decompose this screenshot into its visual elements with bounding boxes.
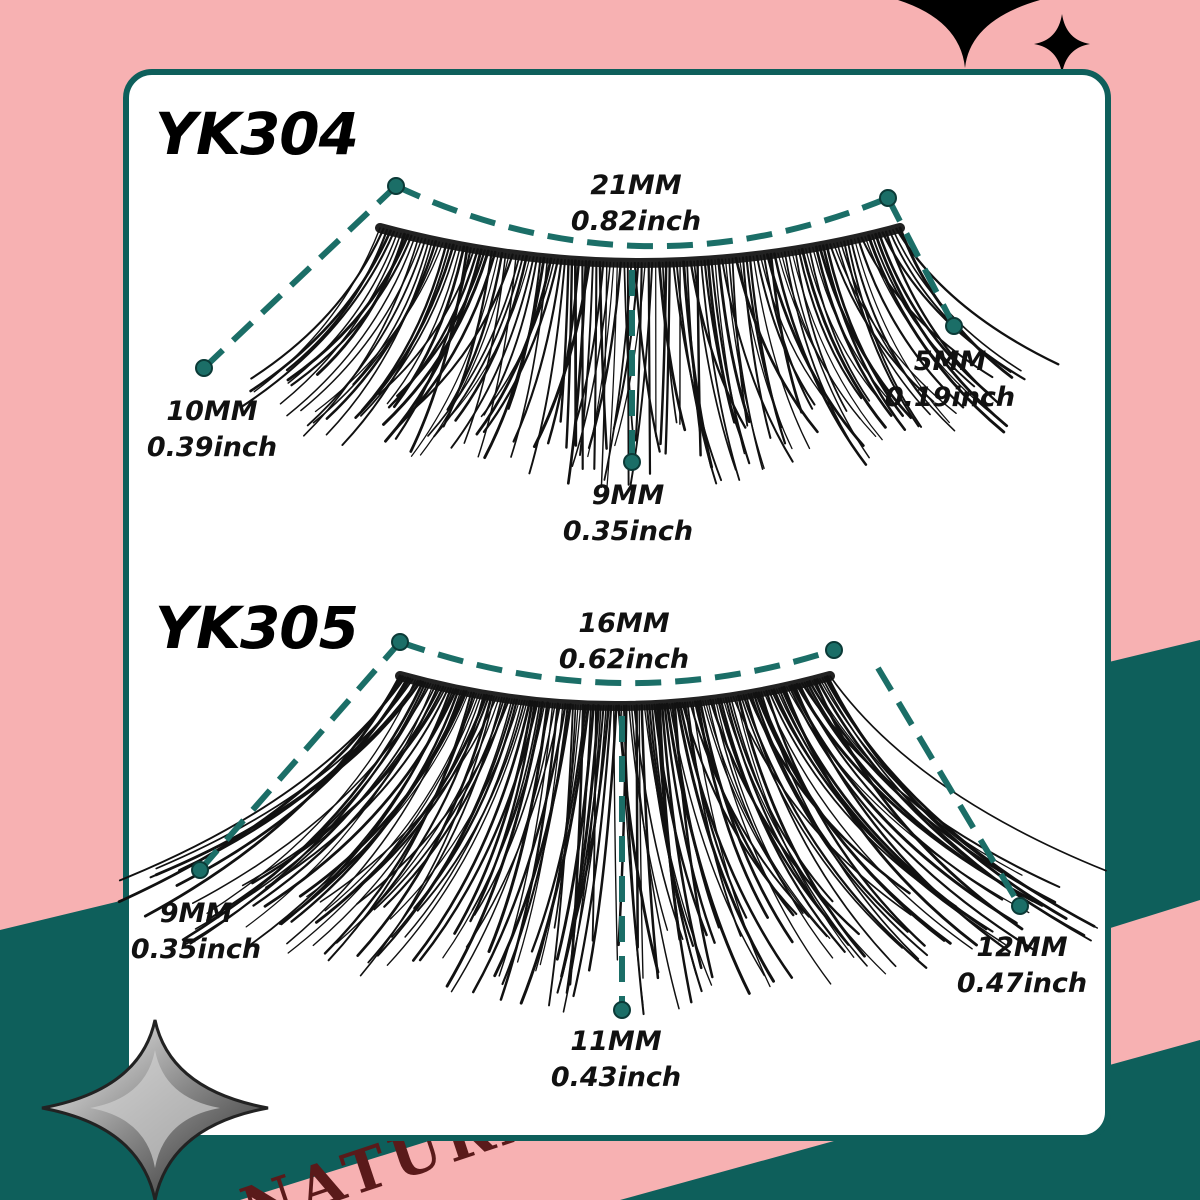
yk304-center-label: 9MM 0.35inch bbox=[528, 478, 728, 550]
yk304-measure-dots bbox=[195, 177, 963, 471]
silver-star-icon bbox=[41, 1019, 269, 1200]
yk304-width-label: 21MM 0.82inch bbox=[536, 168, 736, 240]
lash-yk304-image bbox=[240, 223, 1060, 488]
yk305-measure-dots bbox=[191, 633, 1029, 1019]
yk305-width-label: 16MM 0.62inch bbox=[524, 606, 724, 678]
yk305-center-mm: 11MM bbox=[570, 1026, 662, 1057]
model-title-yk304: YK304 bbox=[155, 100, 359, 168]
yk305-outer-inch: 0.47inch bbox=[956, 968, 1088, 999]
yk304-width-inch: 0.82inch bbox=[570, 206, 702, 237]
yk305-outer-label: 12MM 0.47inch bbox=[922, 930, 1122, 1002]
product-card bbox=[123, 69, 1111, 1141]
yk304-width-mm: 21MM bbox=[590, 170, 682, 201]
yk304-outer-mm: 5MM bbox=[913, 346, 987, 377]
yk304-outer-label: 5MM 0.19inch bbox=[850, 344, 1050, 416]
yk304-center-mm: 9MM bbox=[591, 480, 665, 511]
yk305-width-mm: 16MM bbox=[578, 608, 670, 639]
star-ornament-icon bbox=[898, 0, 1040, 68]
yk305-width-inch: 0.62inch bbox=[558, 644, 690, 675]
yk304-outer-inch: 0.19inch bbox=[884, 382, 1016, 413]
yk304-inner-inch: 0.39inch bbox=[146, 432, 278, 463]
yk305-outer-mm: 12MM bbox=[976, 932, 1068, 963]
yk305-center-label: 11MM 0.43inch bbox=[516, 1024, 716, 1096]
sparkle-icon bbox=[1034, 14, 1090, 74]
model-title-yk305: YK305 bbox=[155, 594, 359, 662]
lash-yk305-image bbox=[117, 671, 1107, 1016]
yk305-inner-inch: 0.35inch bbox=[130, 934, 262, 965]
yk304-inner-label: 10MM 0.39inch bbox=[112, 394, 312, 466]
yk304-inner-mm: 10MM bbox=[166, 396, 258, 427]
yk304-measure-lines bbox=[201, 183, 957, 462]
yk305-inner-mm: 9MM bbox=[159, 898, 233, 929]
yk305-measure-lines bbox=[197, 639, 1023, 1010]
yk305-center-inch: 0.43inch bbox=[550, 1062, 682, 1093]
yk305-inner-label: 9MM 0.35inch bbox=[96, 896, 296, 968]
yk304-center-inch: 0.35inch bbox=[562, 516, 694, 547]
